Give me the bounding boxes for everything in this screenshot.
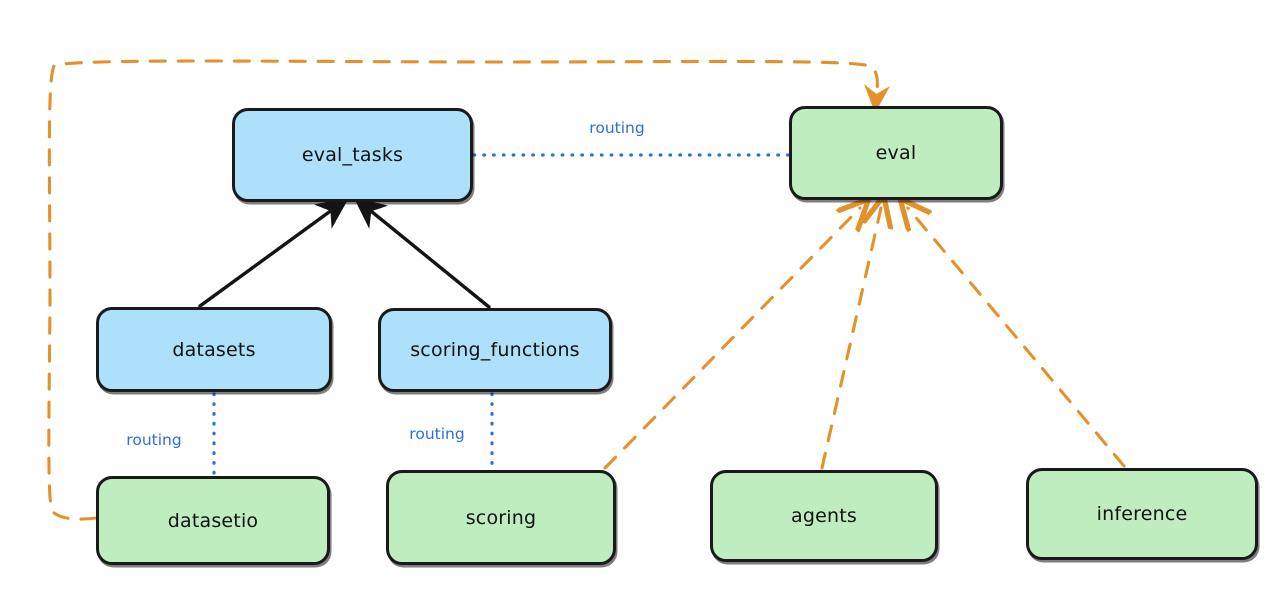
node-label: agents bbox=[791, 505, 857, 527]
node-label: inference bbox=[1096, 503, 1188, 525]
node-label: eval bbox=[875, 142, 917, 164]
node-label: scoring_functions bbox=[410, 339, 580, 361]
node-eval[interactable]: eval bbox=[789, 106, 1003, 200]
node-label: datasets bbox=[172, 338, 256, 361]
node-datasets[interactable]: datasets bbox=[96, 307, 332, 392]
edge-datasetio-to-eval bbox=[47, 59, 891, 521]
node-label: datasetio bbox=[167, 509, 259, 532]
edge-scoring-to-eval bbox=[603, 208, 860, 470]
edge-label-routing-eval-tasks-eval: routing bbox=[589, 119, 645, 137]
node-scoring[interactable]: scoring bbox=[386, 470, 616, 565]
node-datasetio[interactable]: datasetio bbox=[96, 476, 330, 565]
edge-agents-to-eval bbox=[820, 208, 881, 470]
edge-datasets-to-eval_tasks bbox=[198, 197, 350, 308]
node-agents[interactable]: agents bbox=[710, 470, 938, 562]
node-label: scoring bbox=[465, 506, 537, 529]
node-label: eval_tasks bbox=[301, 144, 404, 166]
edge-label-routing-datasets-datasetio: routing bbox=[126, 431, 182, 449]
node-eval-tasks[interactable]: eval_tasks bbox=[232, 108, 473, 202]
edge-scoring_functions-to-eval_tasks bbox=[353, 196, 491, 309]
node-inference[interactable]: inference bbox=[1026, 468, 1258, 560]
node-scoring-functions[interactable]: scoring_functions bbox=[378, 308, 612, 392]
edge-inference-to-eval bbox=[908, 208, 1126, 468]
edge-label-routing-scoring-functions-scoring: routing bbox=[409, 425, 465, 443]
